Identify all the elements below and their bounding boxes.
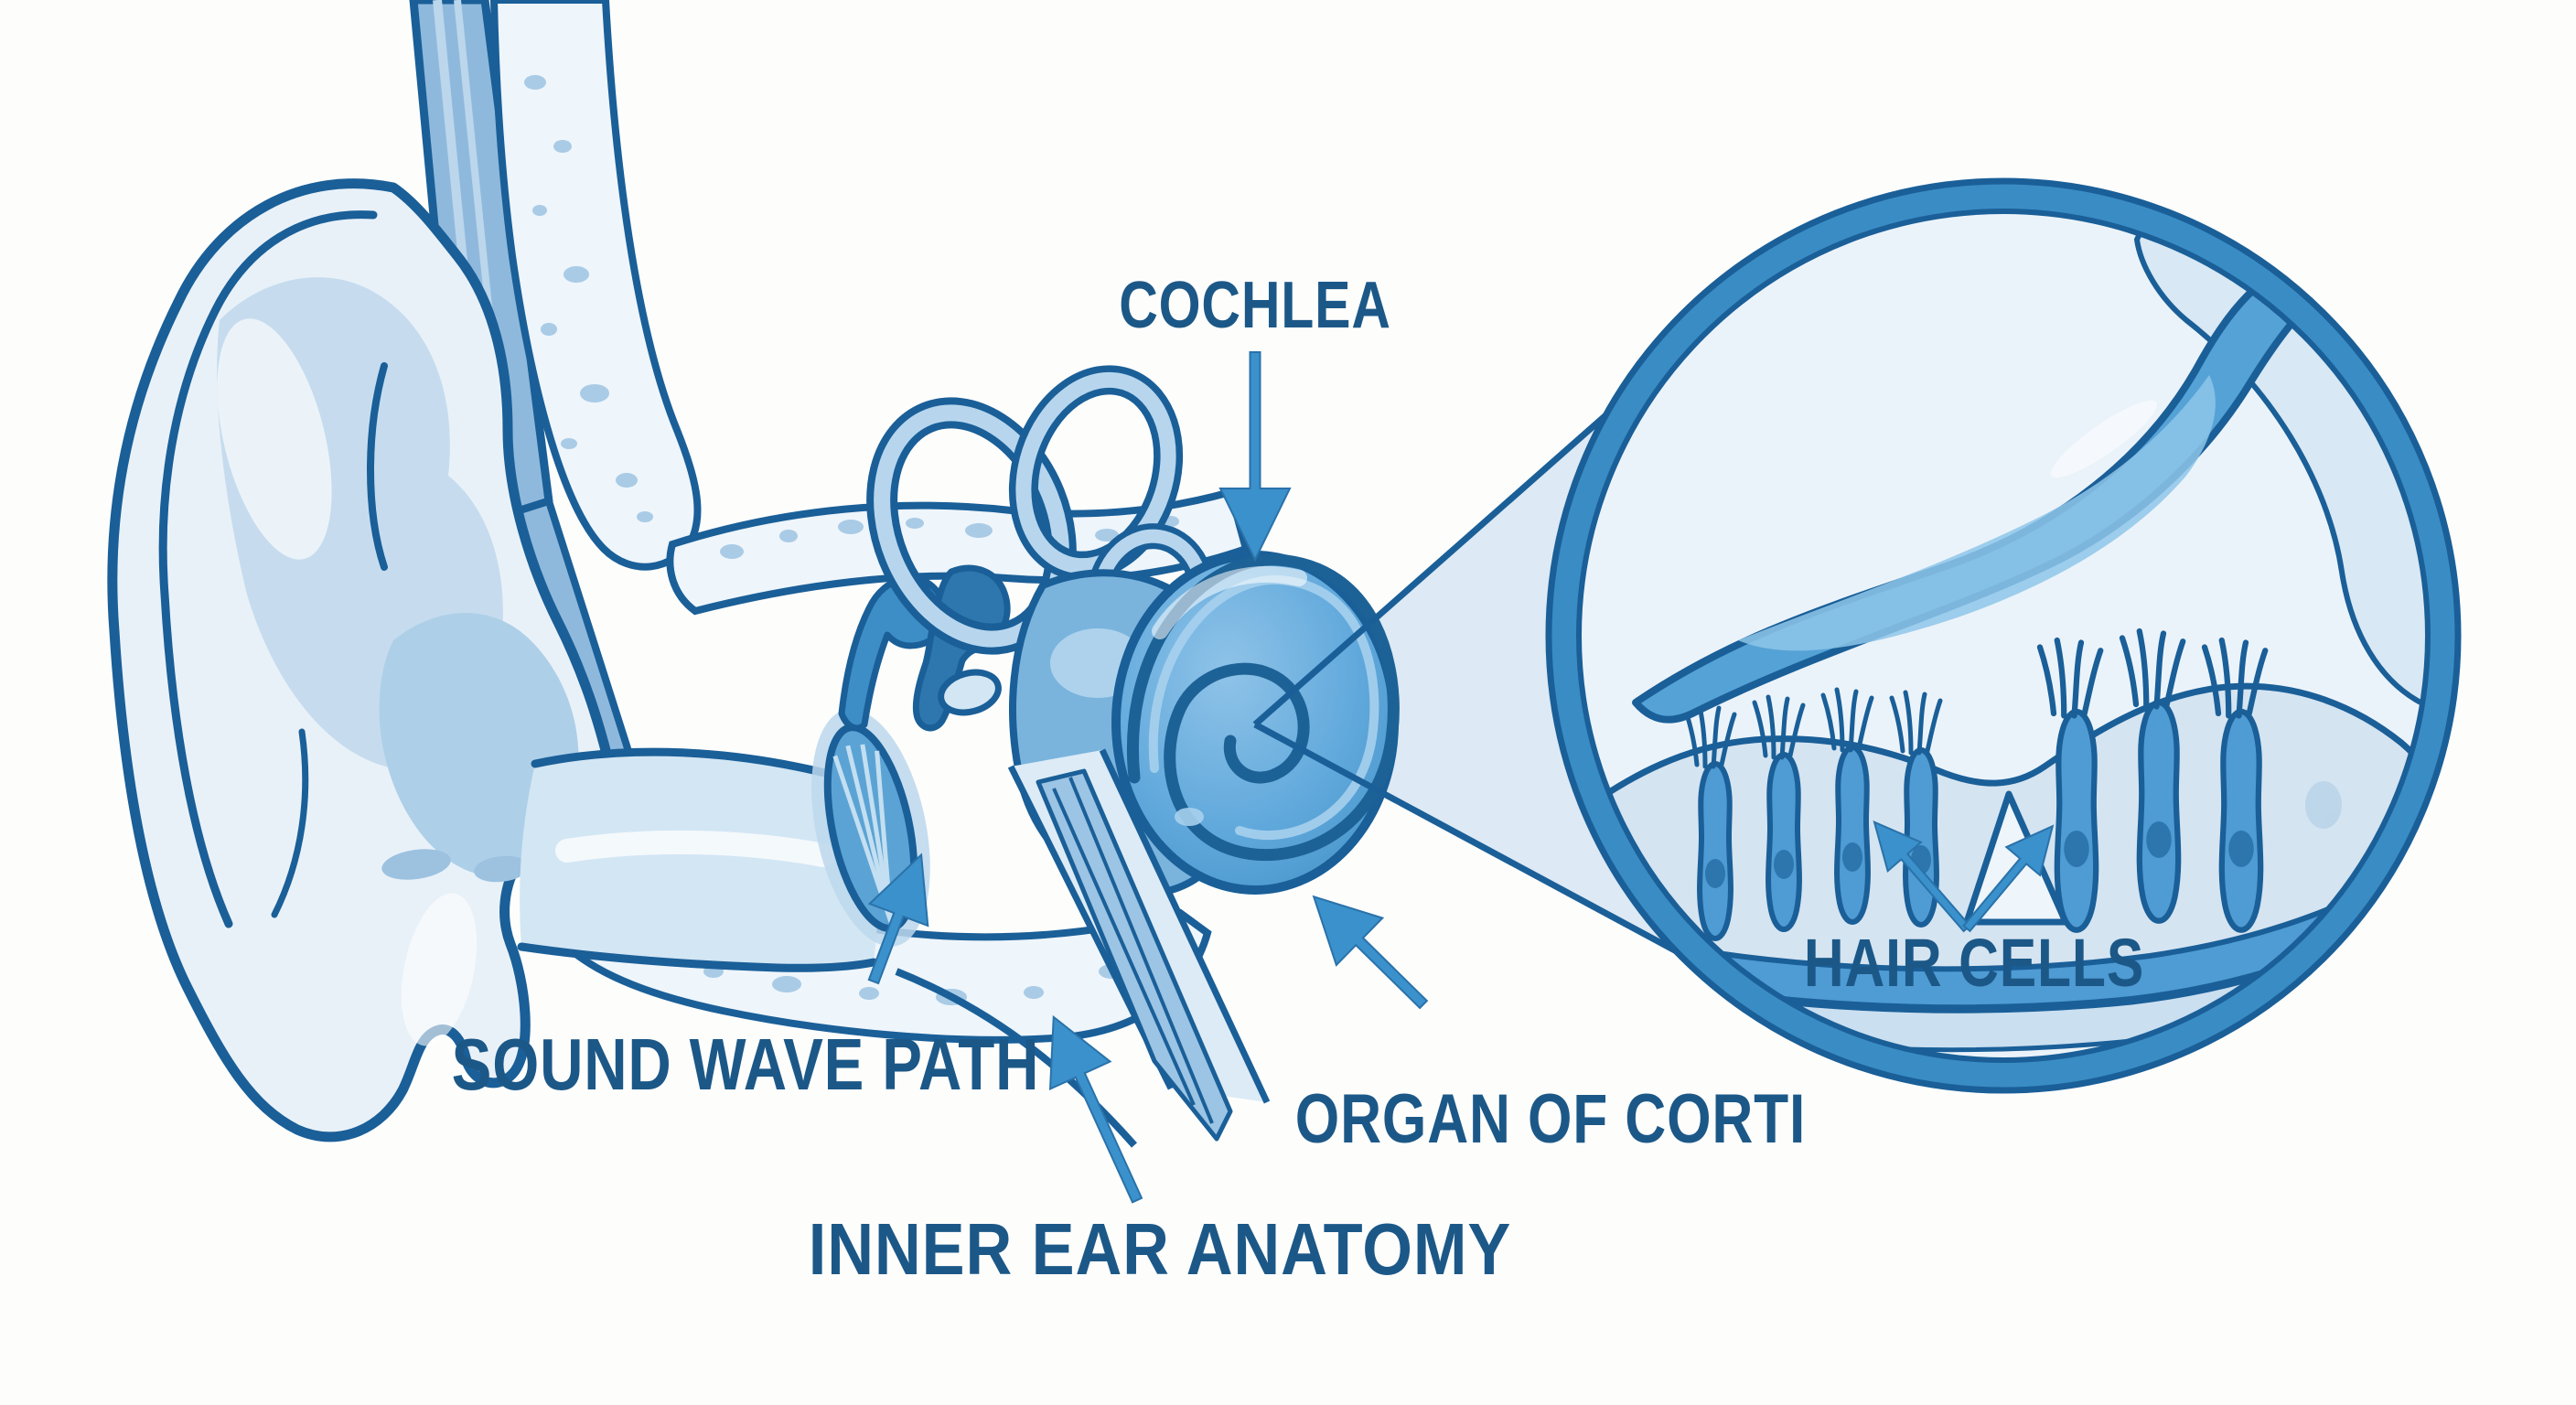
hair-cells-label: HAIR CELLS bbox=[1804, 926, 2144, 1001]
organ-of-corti-label: ORGAN OF CORTI bbox=[1295, 1079, 1806, 1157]
sound-wave-path-arrow-icon bbox=[867, 853, 929, 985]
ear-canal bbox=[517, 747, 879, 972]
inner-ear-anatomy-title: INNER EAR ANATOMY bbox=[809, 1208, 1511, 1290]
temporal-bone bbox=[489, 0, 1250, 1148]
cochlea-label: COCHLEA bbox=[1119, 267, 1391, 341]
organ-of-corti-arrow-icon bbox=[1312, 895, 1429, 1010]
hair-cells-arrow-left-icon bbox=[1873, 820, 1971, 933]
hair-cell-group-right bbox=[2040, 631, 2265, 930]
inner-ear-anatomy-arrow-icon bbox=[1048, 1014, 1143, 1204]
hair-cells-arrow-right-icon bbox=[1962, 824, 2055, 933]
cochlear-nerve bbox=[1007, 748, 1271, 1142]
hair-cell-group-left bbox=[1686, 690, 1940, 938]
sound-wave-path-label: SOUND WAVE PATH bbox=[452, 1024, 1040, 1106]
basilar-membrane bbox=[1581, 843, 2426, 1011]
magnified-view-circle: HAIR CELLS bbox=[1545, 177, 2462, 1094]
outer-ear bbox=[107, 178, 628, 1142]
cochlea-arrow-icon bbox=[1218, 351, 1292, 563]
helix-inner-line bbox=[158, 210, 378, 928]
stapes bbox=[938, 669, 1002, 716]
